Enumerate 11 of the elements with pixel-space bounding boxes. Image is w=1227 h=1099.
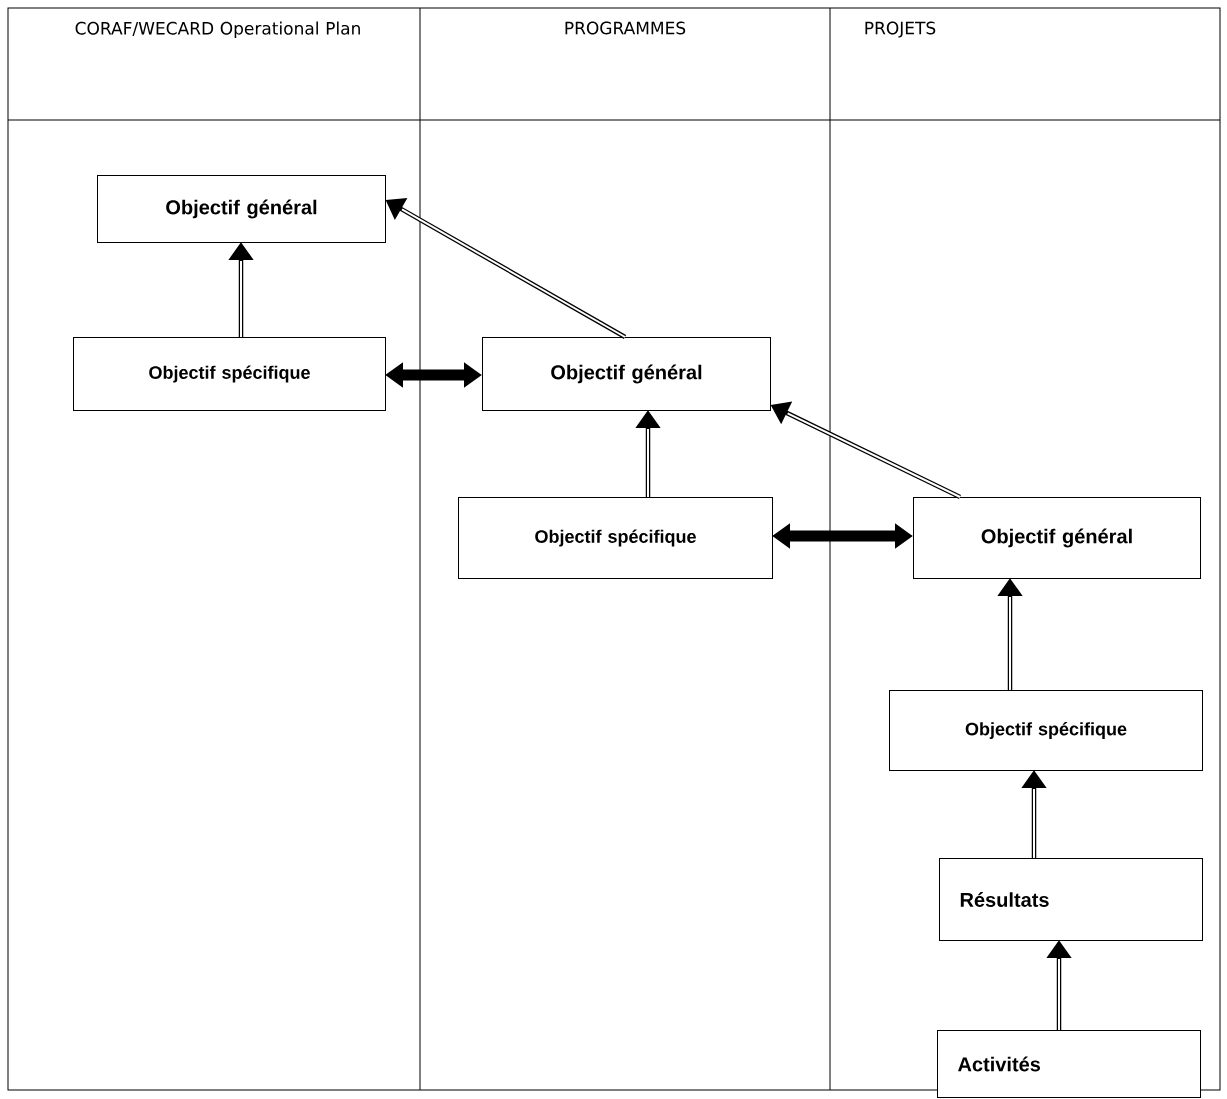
objective-box: Objectif général [913, 497, 1201, 579]
column-header: PROJETS [865, 21, 936, 38]
objective-box: Objectif spécifique [458, 497, 773, 579]
objective-box: Activités [937, 1030, 1201, 1098]
objective-box: Objectif spécifique [73, 337, 386, 411]
objective-box: Objectif général [482, 337, 771, 411]
objective-box: Résultats [939, 858, 1203, 941]
objective-box: Objectif spécifique [889, 690, 1203, 771]
objective-box: Objectif général [97, 175, 386, 243]
column-header: CORAF/WECARD Operational Plan [75, 21, 360, 38]
column-header: PROGRAMMES [565, 21, 686, 35]
